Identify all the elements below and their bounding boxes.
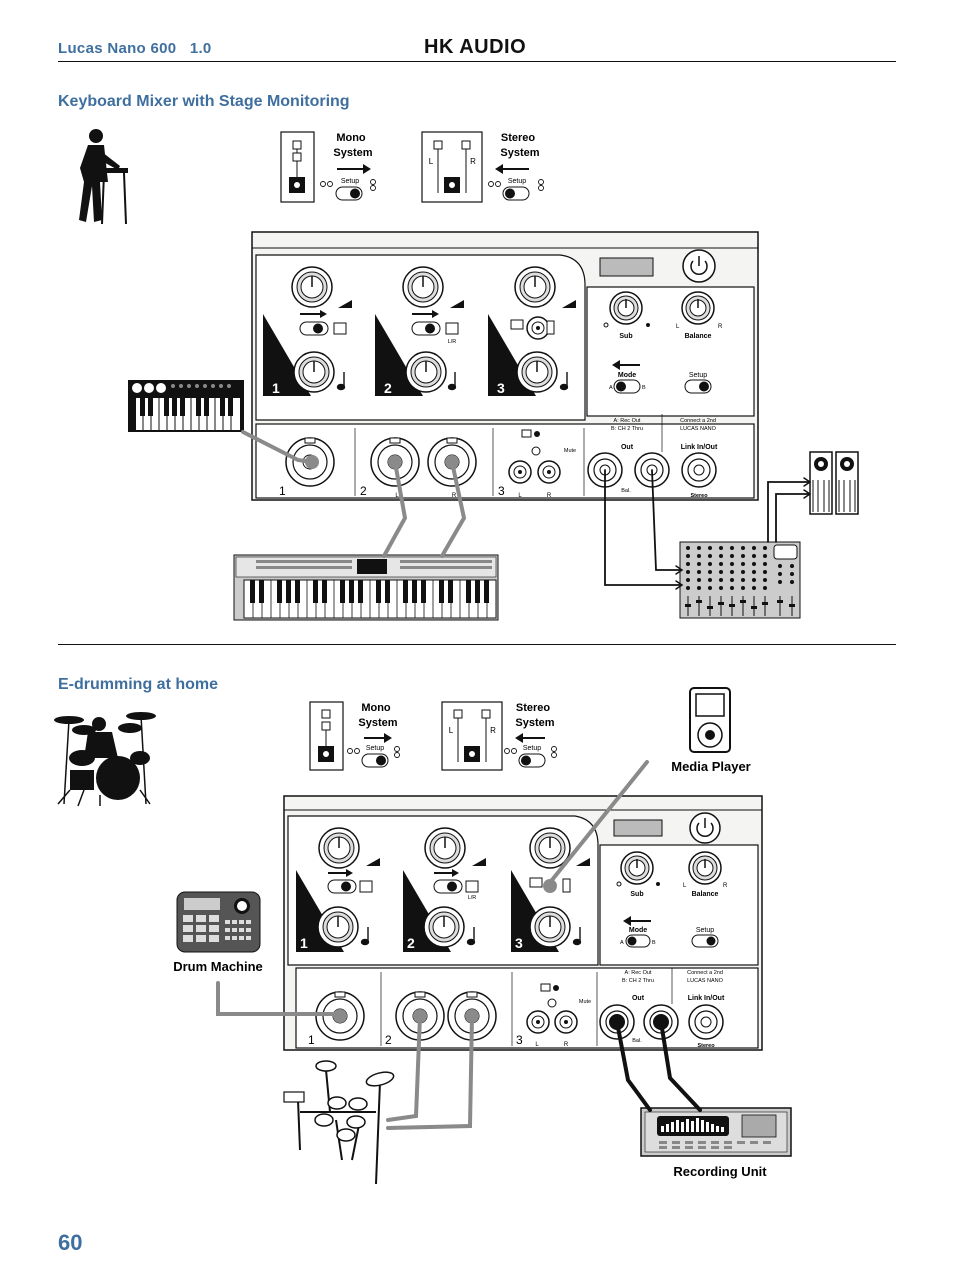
svg-text:3: 3 (498, 484, 505, 498)
e-drum-kit-icon (283, 1060, 395, 1185)
page-number: 60 (58, 1230, 83, 1255)
svg-text:Link In/Out: Link In/Out (688, 995, 725, 1002)
svg-text:Connect a 2nd: Connect a 2nd (680, 418, 716, 424)
svg-text:Out: Out (632, 995, 645, 1002)
svg-text:Setup: Setup (366, 745, 384, 752)
svg-text:System: System (358, 717, 397, 729)
svg-text:Bal.: Bal. (621, 488, 631, 494)
svg-text:Mode: Mode (629, 927, 647, 934)
svg-text:2: 2 (385, 1033, 392, 1047)
stage-keyboard-icon (233, 554, 499, 621)
mono-label-2: System (333, 147, 372, 159)
drum-machine-label: Drum Machine (173, 959, 263, 974)
section-title-keyboard: Keyboard Mixer with Stage Monitoring (58, 93, 350, 110)
mini-keyboard-icon (128, 380, 244, 432)
recording-unit-label: Recording Unit (673, 1164, 767, 1179)
mode-stereo-box: L R Stereo System Setup (421, 131, 544, 203)
svg-text:L: L (535, 1042, 539, 1048)
svg-text:L: L (676, 324, 680, 330)
cables-section-2 (216, 760, 702, 1130)
svg-text:Connect a 2nd: Connect a 2nd (687, 970, 723, 976)
lucas-nano-panel-2: 1 2 3 L/R L R Sub Balance Mode A B Setup… (283, 795, 763, 1051)
svg-text:L: L (429, 157, 434, 166)
mode-stereo-box-2: L R Stereo System Setup (441, 701, 557, 771)
lucas-nano-panel-1: 1 2 3 L/R L R Sub Balance Mode A B Setup (251, 231, 759, 501)
svg-text:A: A (609, 385, 613, 391)
svg-text:B: CH 2 Thru: B: CH 2 Thru (622, 978, 654, 984)
stereo-label-2: System (500, 147, 539, 159)
svg-text:Mono: Mono (361, 702, 391, 714)
svg-text:3: 3 (516, 1033, 523, 1047)
svg-text:A: Rec Out: A: Rec Out (614, 418, 641, 424)
drummer-icon (54, 712, 156, 807)
svg-text:LUCAS NANO: LUCAS NANO (687, 978, 723, 984)
svg-text:Setup: Setup (689, 372, 707, 379)
cables-section-1 (241, 430, 812, 590)
svg-text:1: 1 (272, 380, 280, 396)
svg-text:Sub: Sub (619, 333, 632, 340)
stereo-setup-label: Setup (508, 178, 526, 185)
svg-text:L: L (683, 883, 687, 889)
recording-unit-icon (640, 1107, 792, 1157)
svg-text:2: 2 (407, 935, 415, 951)
svg-text:L/R: L/R (468, 895, 477, 901)
svg-text:R: R (452, 493, 457, 499)
svg-text:Out: Out (621, 444, 634, 451)
mode-mono-box-2: Mono System Setup (309, 701, 400, 771)
svg-text:A: A (620, 940, 624, 946)
svg-text:B: B (652, 940, 656, 946)
svg-text:1: 1 (279, 484, 286, 498)
mono-label-1: Mono (336, 132, 366, 144)
svg-text:Setup: Setup (523, 745, 541, 752)
svg-text:R: R (723, 883, 728, 889)
svg-text:3: 3 (515, 935, 523, 951)
svg-text:L: L (449, 726, 454, 735)
svg-text:System: System (515, 717, 554, 729)
section-title-edrum: E-drumming at home (58, 676, 219, 693)
svg-text:B: CH 2 Thru: B: CH 2 Thru (611, 426, 643, 432)
svg-text:Stereo: Stereo (697, 1043, 715, 1049)
svg-text:Mute: Mute (564, 448, 576, 454)
svg-text:1: 1 (308, 1033, 315, 1047)
svg-text:R: R (564, 1042, 569, 1048)
svg-text:Bal.: Bal. (632, 1038, 642, 1044)
svg-text:Stereo: Stereo (516, 702, 551, 714)
stage-monitor-icons (809, 451, 859, 515)
drum-machine-icon (176, 891, 261, 953)
svg-text:R: R (547, 493, 552, 499)
svg-text:A: Rec Out: A: Rec Out (625, 970, 652, 976)
svg-text:Stereo: Stereo (690, 493, 708, 499)
svg-text:Balance: Balance (685, 333, 712, 340)
mode-mono-box: Mono System Setup (280, 131, 376, 203)
keyboard-player-icon (79, 129, 128, 225)
section-divider (58, 644, 896, 645)
svg-text:B: B (642, 385, 646, 391)
svg-text:1: 1 (300, 935, 308, 951)
svg-text:R: R (470, 157, 476, 166)
svg-text:Link In/Out: Link In/Out (681, 444, 718, 451)
svg-text:R: R (718, 324, 723, 330)
svg-text:Sub: Sub (630, 891, 643, 898)
media-player-label: Media Player (671, 759, 751, 774)
svg-text:R: R (490, 726, 496, 735)
svg-text:LUCAS NANO: LUCAS NANO (680, 426, 716, 432)
media-player-icon (689, 687, 731, 753)
svg-text:L/R: L/R (448, 339, 457, 345)
svg-text:Setup: Setup (696, 927, 714, 934)
svg-text:Mute: Mute (579, 999, 591, 1005)
svg-text:Mode: Mode (618, 372, 636, 379)
svg-text:2: 2 (384, 380, 392, 396)
svg-text:2: 2 (360, 484, 367, 498)
svg-text:3: 3 (497, 380, 505, 396)
svg-text:Balance: Balance (692, 891, 719, 898)
header-divider (58, 61, 896, 62)
svg-text:L: L (395, 493, 399, 499)
mixing-desk-icon (679, 541, 801, 619)
stereo-label-1: Stereo (501, 132, 536, 144)
mono-setup-label: Setup (341, 178, 359, 185)
svg-text:L: L (518, 493, 522, 499)
header-brand-logo: HK AUDIO (424, 36, 527, 58)
header-model: Lucas Nano 600 1.0 (58, 40, 212, 57)
